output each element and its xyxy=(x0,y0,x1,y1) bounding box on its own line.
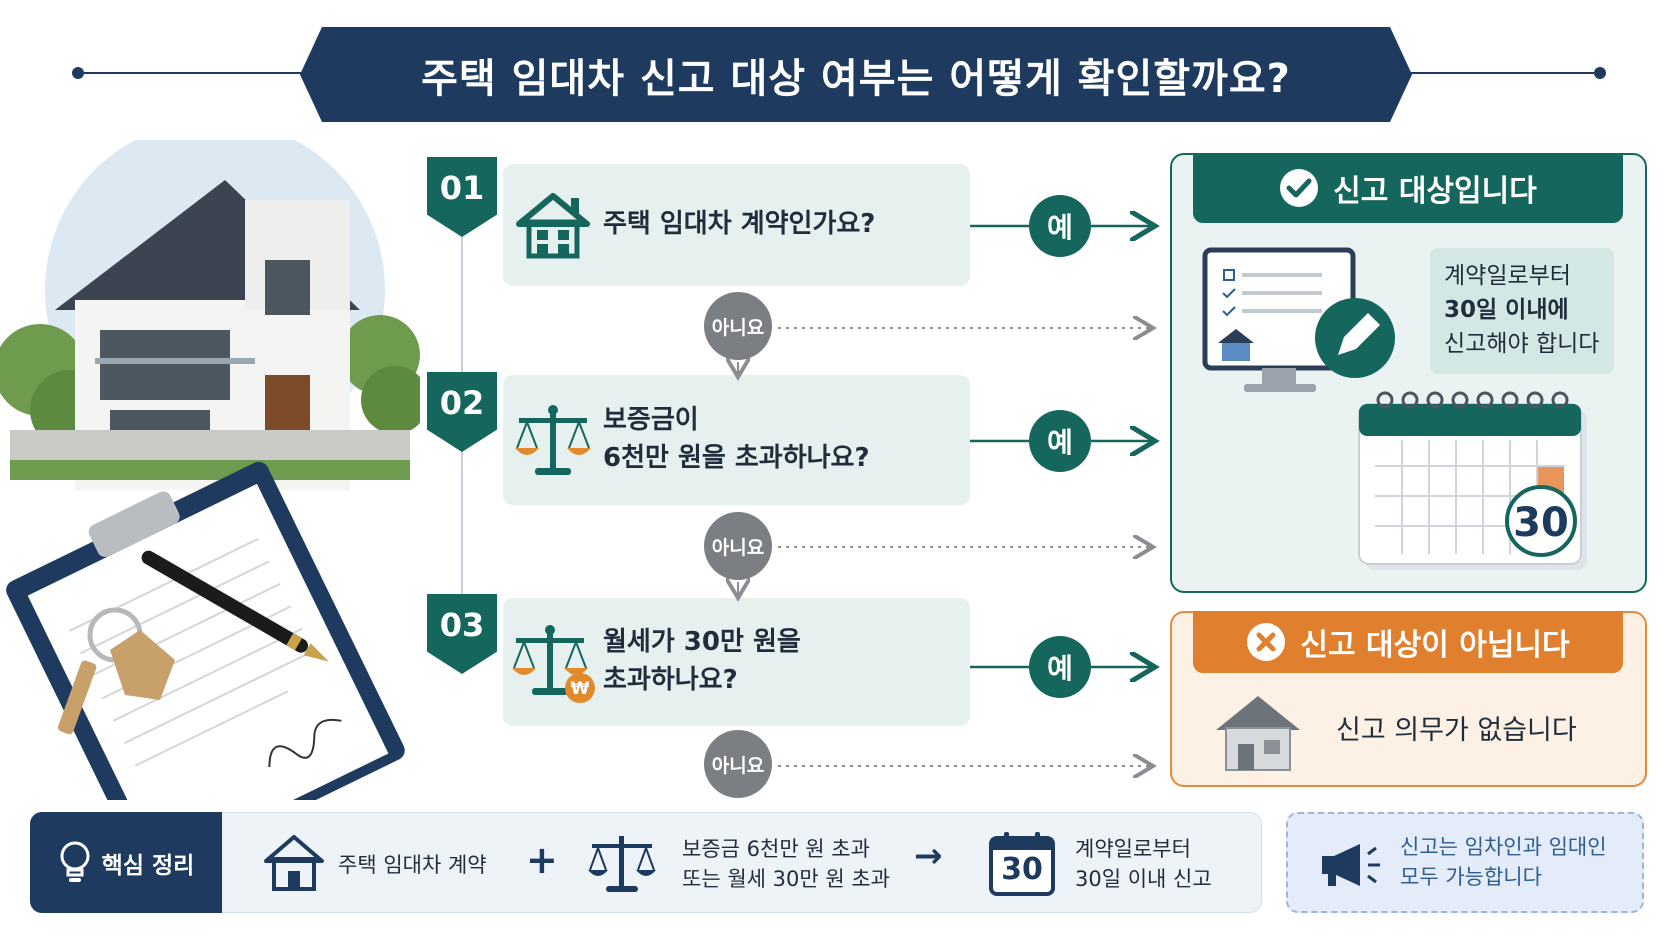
house-contract-illustration xyxy=(0,140,420,800)
tip-line: 모두 가능합니다 xyxy=(1400,865,1542,890)
summary-house-icon xyxy=(264,835,324,891)
question-card-01: 주택 임대차 계약인가요? xyxy=(503,164,970,286)
summary-arrow: → xyxy=(914,836,943,876)
scale-icon xyxy=(503,375,603,505)
note-line: 30일 이내에 xyxy=(1444,296,1569,323)
pen xyxy=(141,550,309,653)
question-card-03: ₩ 월세가 30만 원을 초과하나요? xyxy=(503,598,970,726)
summary-line: 30일 이내 신고 xyxy=(1075,867,1212,892)
result-nontarget-header: 신고 대상이 아닙니다 xyxy=(1193,611,1623,673)
question-text-01: 주택 임대차 계약인가요? xyxy=(603,209,876,240)
step-number: 01 xyxy=(439,169,485,207)
result-nontarget-title: 신고 대상이 아닙니다 xyxy=(1300,628,1570,663)
result-target-header: 신고 대상입니다 xyxy=(1193,153,1623,223)
tip-text: 신고는 임차인과 임대인 모두 가능합니다 xyxy=(1400,832,1607,893)
yes-marker-01: 예 xyxy=(1029,195,1091,257)
step-number: 02 xyxy=(439,384,485,422)
summary-plus: + xyxy=(526,838,558,882)
summary-line: 보증금 6천만 원 초과 xyxy=(682,837,870,861)
check-circle-icon xyxy=(1280,169,1319,207)
page-title: 주택 임대차 신고 대상 여부는 어떻게 확인할까요? xyxy=(421,55,1291,102)
no-marker-02: 아니요 xyxy=(704,512,772,580)
gray-house-icon xyxy=(1216,696,1300,771)
note-line: 신고해야 합니다 xyxy=(1444,330,1600,357)
question-text-02: 보증금이 6천만 원을 초과하나요? xyxy=(603,402,870,477)
summary-item-3: 계약일로부터 30일 이내 신고 xyxy=(1075,834,1212,895)
house-icon xyxy=(503,164,603,286)
megaphone-icon xyxy=(1322,844,1380,886)
title-dot-right xyxy=(1594,67,1606,79)
tip-line: 신고는 임차인과 임대인 xyxy=(1400,835,1607,859)
summary-scale-icon xyxy=(588,836,656,892)
summary-label: 핵심 정리 xyxy=(30,812,222,913)
result-nontarget-text: 신고 의무가 없습니다 xyxy=(1336,715,1577,746)
svg-text:₩: ₩ xyxy=(571,679,590,699)
no-marker-03: 아니요 xyxy=(704,730,772,798)
question-text-03: 월세가 30만 원을 초과하나요? xyxy=(603,624,801,699)
question-card-02: 보증금이 6천만 원을 초과하나요? xyxy=(503,375,970,505)
question-line: 월세가 30만 원을 xyxy=(603,627,801,658)
monitor-checklist-icon xyxy=(1202,247,1395,392)
question-line: 보증금이 xyxy=(603,405,699,436)
yes-marker-02: 예 xyxy=(1029,410,1091,472)
x-circle-icon xyxy=(1247,623,1286,661)
scale-won-icon: ₩ xyxy=(503,598,603,726)
calendar-icon xyxy=(1358,391,1587,570)
title-banner: 주택 임대차 신고 대상 여부는 어떻게 확인할까요? xyxy=(300,27,1412,122)
summary-bar xyxy=(30,812,1262,913)
title-rule-left xyxy=(78,72,308,74)
result-target-title: 신고 대상입니다 xyxy=(1333,174,1537,209)
summary-line: 또는 월세 30만 원 초과 xyxy=(682,867,890,892)
no-marker-01: 아니요 xyxy=(704,292,772,360)
summary-line: 계약일로부터 xyxy=(1075,837,1191,861)
summary-calendar-icon xyxy=(989,832,1055,896)
step-number: 03 xyxy=(439,606,485,644)
question-line: 6천만 원을 초과하나요? xyxy=(603,443,870,473)
result-target-note: 계약일로부터 30일 이내에 신고해야 합니다 xyxy=(1430,248,1614,374)
summary-calendar-number: 30 xyxy=(1001,852,1043,887)
yes-marker-03: 예 xyxy=(1029,636,1091,698)
lightbulb-icon xyxy=(60,841,90,882)
note-line: 계약일로부터 xyxy=(1444,263,1571,289)
question-line: 초과하나요? xyxy=(603,665,738,695)
summary-item-1: 주택 임대차 계약 xyxy=(338,853,487,877)
title-rule-right xyxy=(1404,72,1600,74)
calendar-day-number: 30 xyxy=(1513,500,1569,546)
summary-label-text: 핵심 정리 xyxy=(101,852,195,879)
summary-item-2: 보증금 6천만 원 초과 또는 월세 30만 원 초과 xyxy=(682,834,890,895)
title-dot-left xyxy=(72,67,84,79)
